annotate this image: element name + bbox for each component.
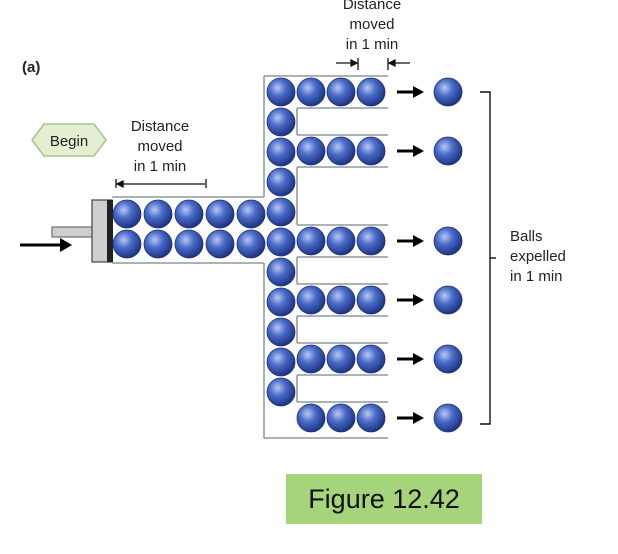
ball	[296, 403, 326, 433]
ball	[356, 285, 386, 315]
ball	[356, 77, 386, 107]
ball	[433, 226, 463, 256]
push-arrow-icon	[20, 238, 72, 252]
ball	[143, 229, 173, 259]
left-distance-line2: moved	[137, 138, 182, 155]
ball	[205, 199, 235, 229]
top-distance-line1: Distance	[343, 0, 401, 13]
ball	[174, 229, 204, 259]
ball	[236, 229, 266, 259]
ball	[266, 227, 296, 257]
left-distance-line1: Distance	[131, 118, 189, 135]
ball	[266, 77, 296, 107]
ball	[433, 344, 463, 374]
ball	[326, 344, 356, 374]
output-arrow-head	[413, 294, 424, 306]
piston	[51, 199, 113, 263]
ball	[266, 107, 296, 137]
ball	[296, 226, 326, 256]
output-arrow-head	[413, 412, 424, 424]
ball	[433, 77, 463, 107]
ball	[433, 285, 463, 315]
ball	[326, 226, 356, 256]
brace-icon	[480, 91, 496, 425]
balls-expelled-label: Balls expelled in 1 min	[510, 228, 566, 285]
figure-caption: Figure 12.42	[286, 474, 482, 524]
ball	[296, 77, 326, 107]
ball	[433, 403, 463, 433]
output-group	[397, 77, 463, 433]
left-distance-label: Distance moved in 1 min	[131, 118, 189, 175]
ball	[112, 199, 142, 229]
ball	[266, 287, 296, 317]
ball	[296, 344, 326, 374]
top-distance-label: Distance moved in 1 min	[343, 0, 401, 53]
balls-expelled-line2: expelled	[510, 248, 566, 265]
left-distance-line3: in 1 min	[134, 158, 187, 175]
top-distance-line3: in 1 min	[346, 36, 399, 53]
output-arrow-head	[413, 353, 424, 365]
ball	[326, 136, 356, 166]
ball	[356, 226, 386, 256]
ball	[143, 199, 173, 229]
ball	[356, 344, 386, 374]
ball	[236, 199, 266, 229]
ball	[266, 197, 296, 227]
panel-label: (a)	[22, 59, 40, 76]
output-arrow-head	[413, 86, 424, 98]
begin-hexagon-icon: Begin	[31, 123, 107, 157]
tube-system	[112, 75, 388, 439]
ball-group	[112, 77, 386, 433]
ball	[356, 136, 386, 166]
ball	[296, 285, 326, 315]
top-distance-marker	[336, 58, 410, 70]
ball	[326, 285, 356, 315]
ball	[266, 137, 296, 167]
ball	[266, 257, 296, 287]
ball	[266, 167, 296, 197]
ball	[205, 229, 235, 259]
balls-expelled-line3: in 1 min	[510, 268, 563, 285]
ball	[326, 77, 356, 107]
ball	[433, 136, 463, 166]
ball	[326, 403, 356, 433]
ball	[266, 347, 296, 377]
output-arrow-head	[413, 145, 424, 157]
ball	[112, 229, 142, 259]
left-distance-marker	[115, 179, 207, 189]
output-arrow-head	[413, 235, 424, 247]
ball	[266, 317, 296, 347]
ball	[266, 377, 296, 407]
balls-expelled-line1: Balls	[510, 228, 543, 245]
ball	[356, 403, 386, 433]
ball	[296, 136, 326, 166]
begin-label: Begin	[50, 133, 88, 150]
ball	[174, 199, 204, 229]
top-distance-line2: moved	[349, 16, 394, 33]
